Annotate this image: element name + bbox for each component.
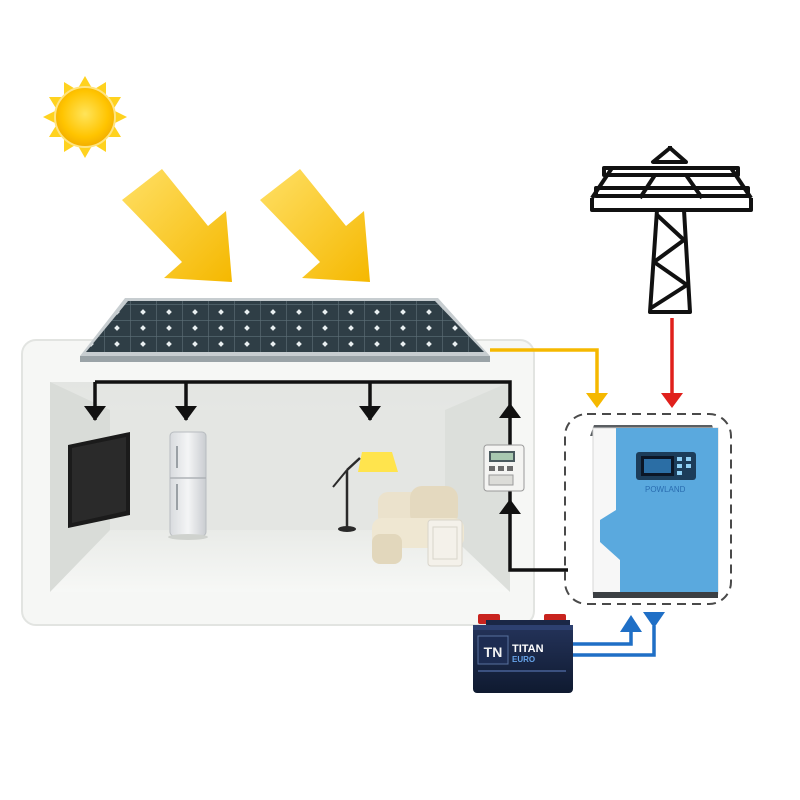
- sun-icon: [43, 76, 127, 158]
- electric-meter-icon: [483, 444, 525, 492]
- battery-icon: TN TITAN EURO: [473, 614, 573, 693]
- battery-line: [567, 618, 656, 657]
- up-arrow-icon: [620, 615, 642, 632]
- fridge-icon: [168, 431, 208, 540]
- solar-panel-icon: [80, 298, 490, 362]
- sofa-icon: [372, 486, 464, 567]
- tv-icon: [68, 432, 130, 528]
- inverter-icon: POWLAND: [590, 425, 719, 598]
- grid-line: [661, 318, 683, 408]
- power-tower-icon: [590, 146, 753, 314]
- down-arrow-icon: [643, 612, 665, 628]
- solar-line: [490, 348, 608, 408]
- up-arrow-icon: [499, 403, 521, 514]
- inverter-brand: POWLAND: [645, 485, 686, 494]
- battery-brand: TITAN: [512, 643, 544, 655]
- sunlight-arrow-icon: [260, 169, 370, 282]
- floor-lamp-icon: [332, 452, 398, 532]
- inverter-boundary: [564, 413, 732, 605]
- sunlight-arrow-icon: [122, 169, 232, 282]
- battery-series: EURO: [512, 655, 535, 664]
- down-arrow-icon: [84, 406, 381, 421]
- battery-logo: TN: [484, 644, 503, 660]
